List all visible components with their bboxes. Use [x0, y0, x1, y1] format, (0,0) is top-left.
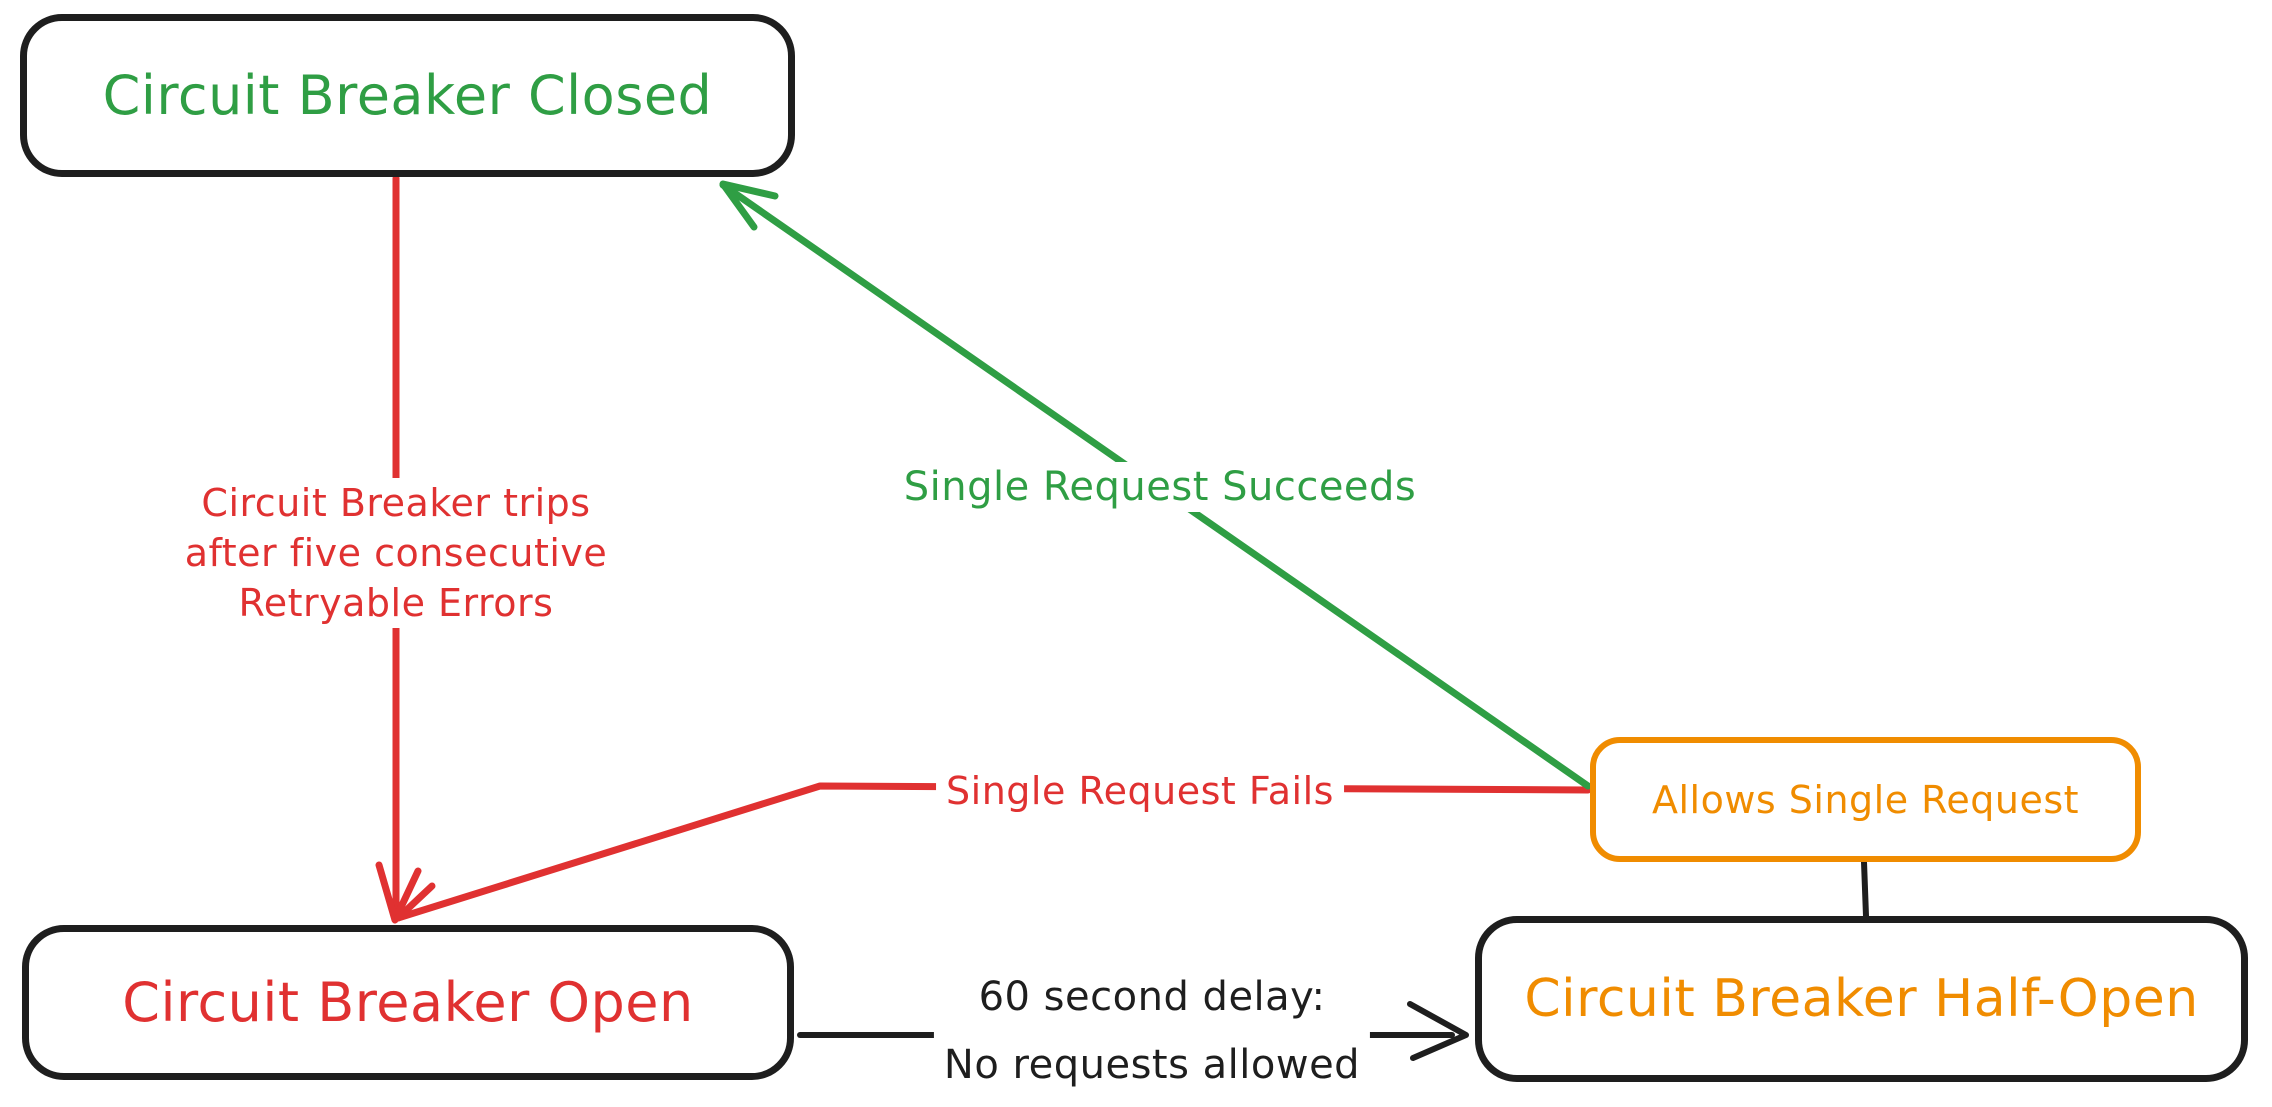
edge-allows-link-line [1861, 859, 1869, 919]
edge-label-fails: Single Request Fails [936, 766, 1344, 816]
edge-label-trips-line3: Retryable Errors [238, 581, 554, 625]
edge-label-trips: Circuit Breaker trips after five consecu… [174, 478, 618, 628]
edge-label-trips-line1: Circuit Breaker trips [201, 481, 591, 525]
edge-trips-arrowhead [375, 861, 422, 924]
node-circuit-breaker-half-open-label: Circuit Breaker Half-Open [1524, 969, 2199, 1029]
edge-succeeds-arrowhead [719, 180, 779, 231]
edge-fails-arrowhead-barb [394, 882, 436, 922]
node-allows-single-request-label: Allows Single Request [1651, 777, 2080, 822]
edge-label-trips-line2: after five consecutive [184, 531, 608, 575]
node-circuit-breaker-closed: Circuit Breaker Closed [20, 14, 795, 177]
node-circuit-breaker-half-open: Circuit Breaker Half-Open [1475, 916, 2248, 1082]
node-circuit-breaker-open-label: Circuit Breaker Open [122, 971, 694, 1034]
node-circuit-breaker-open: Circuit Breaker Open [22, 925, 794, 1080]
edge-delay-arrowhead [1407, 1001, 1469, 1061]
node-circuit-breaker-closed-label: Circuit Breaker Closed [102, 64, 713, 127]
node-allows-single-request: Allows Single Request [1590, 737, 2141, 862]
edge-label-delay: 60 second delay: No requests allowed [933, 963, 1371, 1099]
edge-label-delay-line1: 60 second delay: [978, 974, 1326, 1020]
edge-label-succeeds: Single Request Succeeds [893, 462, 1427, 512]
edge-label-delay-line2: No requests allowed [943, 1042, 1361, 1088]
